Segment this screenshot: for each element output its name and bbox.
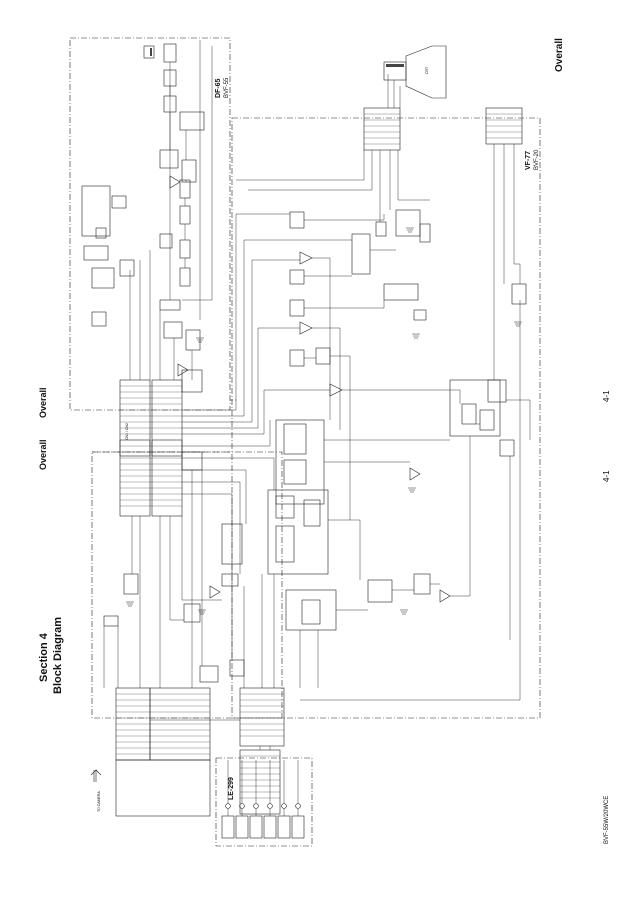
le299-led-row [221, 803, 305, 839]
connector-le299 [239, 749, 281, 815]
board-le299-outline [215, 757, 313, 847]
connector-label: CN1 / CN2 [125, 423, 129, 440]
crt-bulb [405, 45, 447, 99]
connector-main-b [151, 439, 183, 517]
board-label-bvf55: BVF-55 [224, 77, 230, 98]
board-df65-outline [69, 37, 231, 411]
connector-df65-a [119, 379, 151, 457]
connector-main-a [119, 439, 151, 517]
board-label-bvf20: BVF-20 [534, 149, 540, 170]
camera-connector [115, 759, 211, 817]
camera-arrow [90, 769, 102, 782]
crt-label: CRT [425, 66, 429, 74]
board-label-le299: LE-299 [228, 777, 235, 800]
connector-cn-right [239, 687, 285, 747]
board-label-df65: DF-65 [215, 78, 222, 98]
board-main-outline [91, 451, 283, 719]
board-label-vf77: VF-77 [525, 151, 532, 170]
board-vf77-outline [231, 117, 541, 719]
camera-label: TO CAMERA [97, 791, 101, 812]
connector-vf77-top [363, 107, 401, 151]
connector-df65-b [151, 379, 183, 457]
